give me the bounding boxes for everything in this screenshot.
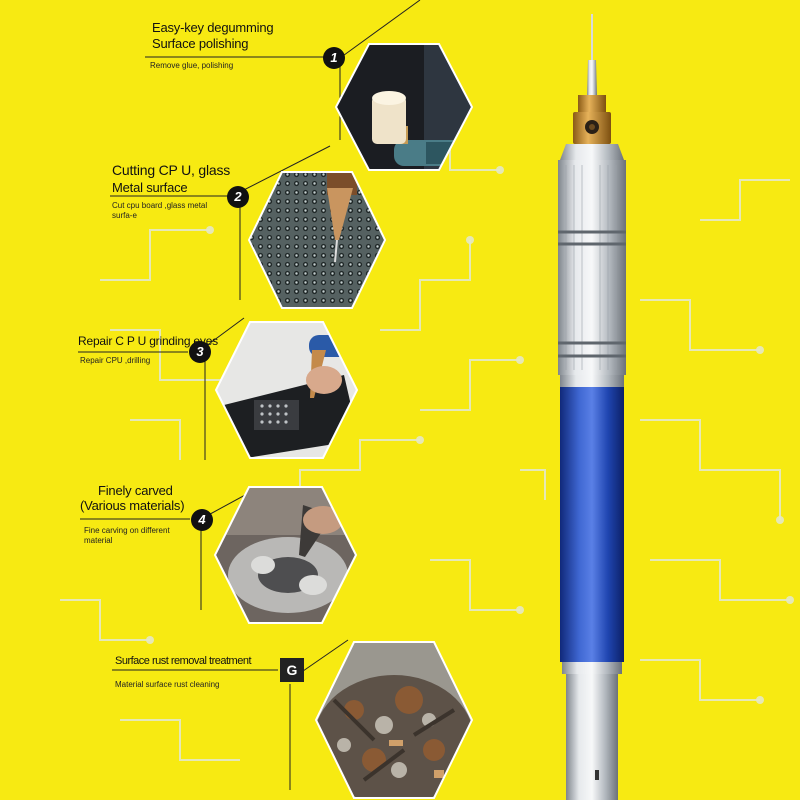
feature-5-subtitle: Material surface rust cleaning [115,680,220,689]
feature-1-subtitle: Remove glue, polishing [150,61,234,70]
hex-photo-repair [214,321,359,459]
hex-photo-polishing [334,43,474,171]
hex-photo-rust [314,641,474,799]
feature-2-title-line1: Cutting CP U, glass [112,162,231,178]
feature-2-number-badge: 2 [227,186,249,208]
feature-2-title-line2: Metal surface [112,180,188,195]
feature-4-number-badge: 4 [191,509,213,531]
feature-4-subtitle-line2: material [84,536,113,545]
feature-1-title-line1: Easy-key degumming [152,20,274,35]
feature-1-number-badge: 1 [323,47,345,69]
feature-4-subtitle-line1: Fine carving on different [84,526,170,535]
feature-4-title-line1: Finely carved [98,483,173,498]
feature-2-subtitle-line2: surfa-e [112,211,137,220]
feature-5-letter-badge: G [280,658,304,682]
hex-photo-carving [213,486,358,624]
feature-1-title-line2: Surface polishing [152,36,249,51]
feature-5-title: Surface rust removal treatment [115,655,252,667]
feature-3-subtitle: Repair CPU ,drilling [80,356,151,365]
feature-4-title-line2: (Various materials) [80,498,185,513]
feature-3-number-badge: 3 [189,341,211,363]
hex-photo-cutting [247,171,387,309]
feature-3-title: Repair C P U grinding eyes [78,334,218,348]
feature-2-subtitle-line1: Cut cpu board ,glass metal [112,201,208,210]
